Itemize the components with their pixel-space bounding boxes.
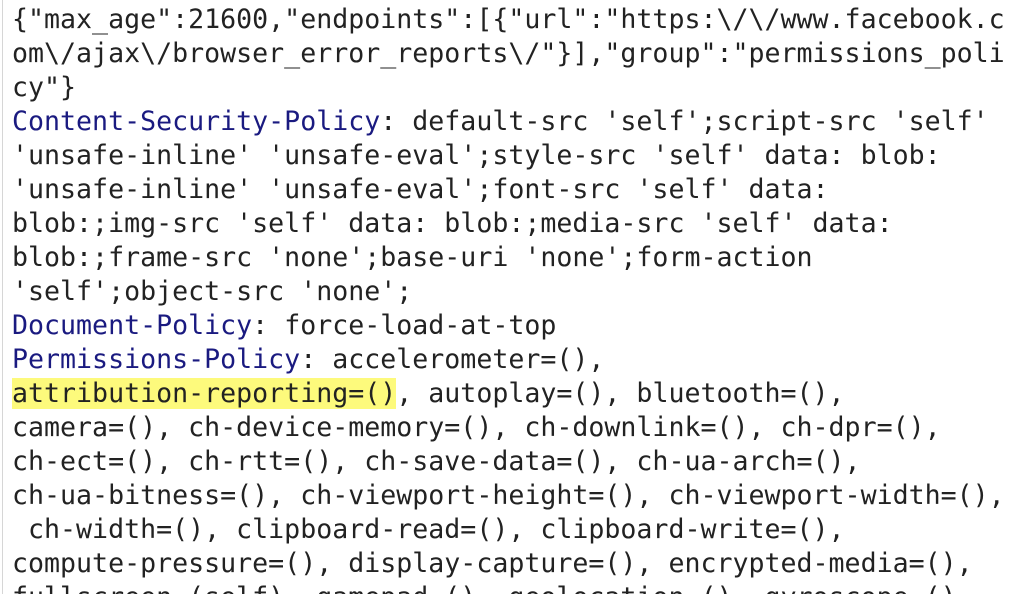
header-name: Document-Policy (12, 310, 253, 341)
text-line: compute-pressure=(), display-capture=(),… (12, 547, 1005, 581)
highlighted-match: attribution-reporting=() (12, 378, 397, 409)
header-value-text: ch-width=(), clipboard-read=(), clipboar… (12, 514, 845, 545)
header-value-text: 'self';object-src 'none'; (12, 276, 413, 307)
text-line: Content-Security-Policy: default-src 'se… (12, 105, 1005, 139)
text-line: {"max_age":21600,"endpoints":[{"url":"ht… (12, 3, 1005, 37)
header-value-text: , autoplay=(), bluetooth=(), (396, 378, 845, 409)
text-line: Document-Policy: force-load-at-top (12, 309, 1005, 343)
text-line: om\/ajax\/browser_error_reports\/"}],"gr… (12, 37, 1005, 71)
header-value-text: 'unsafe-inline' 'unsafe-eval';font-src '… (12, 174, 829, 205)
header-value-text: fullscreen=(self), gamepad=(), geolocati… (12, 582, 973, 594)
text-line: 'unsafe-inline' 'unsafe-eval';font-src '… (12, 173, 1005, 207)
left-border-divider (2, 0, 3, 594)
header-value-text: compute-pressure=(), display-capture=(),… (12, 548, 973, 579)
header-text-content: {"max_age":21600,"endpoints":[{"url":"ht… (12, 3, 1005, 594)
header-name: Permissions-Policy (12, 344, 301, 375)
header-value-text: cy"} (12, 72, 77, 103)
header-value-text: blob:;img-src 'self' data: blob:;media-s… (12, 208, 893, 239)
text-line: blob:;frame-src 'none';base-uri 'none';f… (12, 241, 1005, 275)
header-value-text: 'unsafe-inline' 'unsafe-eval';style-src … (12, 140, 941, 171)
header-value-text: blob:;frame-src 'none';base-uri 'none';f… (12, 242, 813, 273)
text-line: fullscreen=(self), gamepad=(), geolocati… (12, 581, 1005, 594)
header-value-text: {"max_age":21600,"endpoints":[{"url":"ht… (12, 4, 1005, 35)
text-line: ch-ect=(), ch-rtt=(), ch-save-data=(), c… (12, 445, 1005, 479)
text-line: attribution-reporting=(), autoplay=(), b… (12, 377, 1005, 411)
header-value-text: om\/ajax\/browser_error_reports\/"}],"gr… (12, 38, 1005, 69)
header-value-text: camera=(), ch-device-memory=(), ch-downl… (12, 412, 941, 443)
text-line: blob:;img-src 'self' data: blob:;media-s… (12, 207, 1005, 241)
text-line: Permissions-Policy: accelerometer=(), (12, 343, 1005, 377)
header-value-text: : accelerometer=(), (300, 344, 605, 375)
text-line: ch-ua-bitness=(), ch-viewport-height=(),… (12, 479, 1005, 513)
header-value-text: ch-ect=(), ch-rtt=(), ch-save-data=(), c… (12, 446, 861, 477)
text-line: camera=(), ch-device-memory=(), ch-downl… (12, 411, 1005, 445)
header-value-text: : force-load-at-top (252, 310, 557, 341)
text-line: 'unsafe-inline' 'unsafe-eval';style-src … (12, 139, 1005, 173)
text-line: cy"} (12, 71, 1005, 105)
text-line: 'self';object-src 'none'; (12, 275, 1005, 309)
header-value-text: ch-ua-bitness=(), ch-viewport-height=(),… (12, 480, 1005, 511)
header-value-text: : default-src 'self';script-src 'self' (380, 106, 989, 137)
header-name: Content-Security-Policy (12, 106, 381, 137)
text-line: ch-width=(), clipboard-read=(), clipboar… (12, 513, 1005, 547)
